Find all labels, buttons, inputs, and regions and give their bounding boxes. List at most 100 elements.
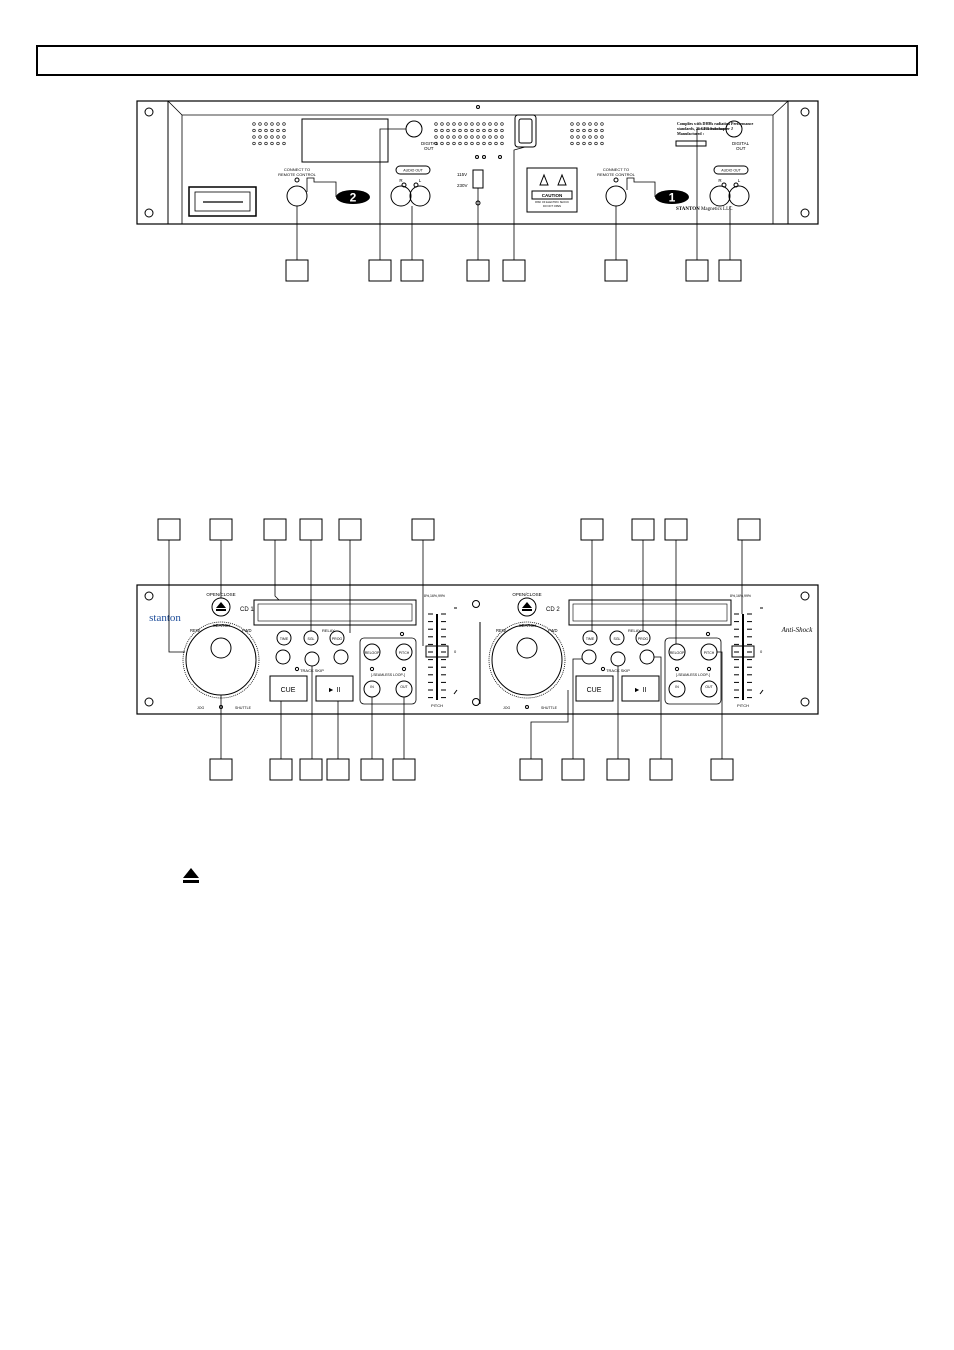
vent-hole: [594, 141, 598, 146]
caution-sub-2: DO NOT OPEN: [543, 204, 561, 208]
prog-2: PROG: [638, 637, 649, 641]
header-box: [36, 45, 918, 76]
vent-hole: [500, 122, 504, 126]
maker-brand: STANTON: [676, 207, 700, 212]
pct-2: 8%,16%,99%: [730, 594, 751, 598]
search-2: SEARCH: [519, 623, 536, 628]
vent-hole: [588, 135, 592, 139]
digital-out-right-2: OUT: [736, 146, 746, 151]
compliance-1: Complies with DHHs radiation Performance: [677, 121, 753, 126]
vent-hole: [464, 135, 468, 139]
rew-2: REW: [496, 628, 506, 633]
cue-2: CUE: [587, 687, 602, 694]
vent-hole: [252, 128, 256, 133]
vent-hole: [264, 135, 268, 139]
rear-callouts: [285, 259, 742, 282]
loop-1: [-SEAMLESS LOOP-]: [371, 673, 405, 677]
cd2-label: CD 2: [546, 607, 560, 613]
rew-1: REW: [190, 628, 200, 633]
vent-hole: [482, 122, 486, 126]
vent-hole: [582, 135, 586, 139]
vent-hole: [476, 122, 480, 126]
anti-shock-logo: Anti-Shock: [781, 626, 814, 634]
maker-label: STANTON Magnetics LLC: [676, 207, 733, 212]
panel-eject-icons: [216, 602, 532, 611]
vent-hole: [588, 128, 592, 133]
front-leader-lines: [168, 540, 743, 759]
r-left: R: [399, 178, 403, 183]
vent-hole: [488, 128, 492, 133]
vent-hole: [446, 122, 450, 126]
vent-hole: [252, 135, 256, 139]
reloop-2: RELOOP: [670, 651, 685, 655]
fader-ticks: [428, 607, 764, 699]
maker-rest: Magnetics LLC: [701, 207, 733, 212]
rear-labels: DIGITAL OUT DIGITAL OUT AUDIO OUT AUDIO …: [278, 121, 753, 212]
vent-hole: [576, 128, 580, 133]
vent-hole: [488, 122, 492, 126]
vent-hole: [488, 135, 492, 139]
vent-hole: [452, 141, 456, 146]
vent-hole: [476, 141, 480, 146]
vent-hole: [582, 128, 586, 133]
remote-right-1: CONNECT TO: [603, 167, 629, 172]
vent-hole: [446, 128, 450, 133]
in-2: IN: [675, 685, 679, 689]
brand-logo: stanton: [149, 612, 181, 624]
vent-hole: [500, 128, 504, 133]
vent-hole: [440, 128, 444, 133]
vent-hole: [494, 122, 498, 126]
fader-end-mark: [759, 689, 764, 695]
sgl-2: SGL: [613, 637, 620, 641]
front-callouts: [157, 518, 761, 781]
vent-hole: [440, 141, 444, 146]
zero-2: 0: [760, 649, 763, 654]
vent-hole: [576, 135, 580, 139]
vent-hole: [482, 141, 486, 146]
vent-hole: [494, 128, 498, 133]
vent-hole: [594, 122, 598, 126]
vent-hole: [464, 122, 468, 126]
vent-hole: [434, 122, 438, 126]
loop-2: [-SEAMLESS LOOP-]: [676, 673, 710, 677]
vent-hole: [600, 135, 604, 139]
relay-2: RELAY: [628, 628, 641, 633]
vent-hole: [252, 141, 256, 146]
vent-hole: [494, 141, 498, 146]
vent-hole: [582, 122, 586, 126]
vent-hole: [570, 141, 574, 146]
caution-label: CAUTION: [542, 193, 563, 198]
vent-hole: [440, 122, 444, 126]
unit-1-badge: [655, 190, 689, 204]
cd1-label: CD 1: [240, 607, 254, 613]
vent-hole: [576, 141, 580, 146]
vent-hole: [458, 122, 462, 126]
unit-2-label: 2: [350, 191, 357, 205]
voltage-230: 230V: [457, 183, 468, 188]
remote-left-2: REMOTE CONTROL: [278, 172, 317, 177]
vent-hole: [482, 135, 486, 139]
vent-hole: [570, 122, 574, 126]
pitch-btn-1: PITCH: [399, 651, 410, 655]
vent-hole: [276, 122, 280, 126]
open-close-2: OPEN/CLOSE: [512, 592, 541, 597]
eject-icon: [183, 868, 199, 883]
l-left: L: [419, 178, 422, 183]
shuttle-2: SHUTTLE: [541, 706, 558, 710]
vent-hole: [264, 128, 268, 133]
rear-panel: [136, 100, 819, 225]
vent-hole: [276, 135, 280, 139]
compliance-2: standards, 21 CFR Subchapter J: [677, 126, 733, 131]
time-1: TIME: [280, 637, 289, 641]
reloop-1: RELOOP: [365, 651, 380, 655]
voltage-115: 115V: [457, 172, 467, 177]
vent-hole: [434, 128, 438, 133]
vent-hole: [482, 128, 486, 133]
rear-leader-lines: [296, 128, 731, 260]
digital-out-left-2: OUT: [424, 146, 434, 151]
vent-hole: [276, 141, 280, 146]
vent-hole: [270, 141, 274, 146]
vent-hole: [270, 135, 274, 139]
vent-hole: [588, 141, 592, 146]
